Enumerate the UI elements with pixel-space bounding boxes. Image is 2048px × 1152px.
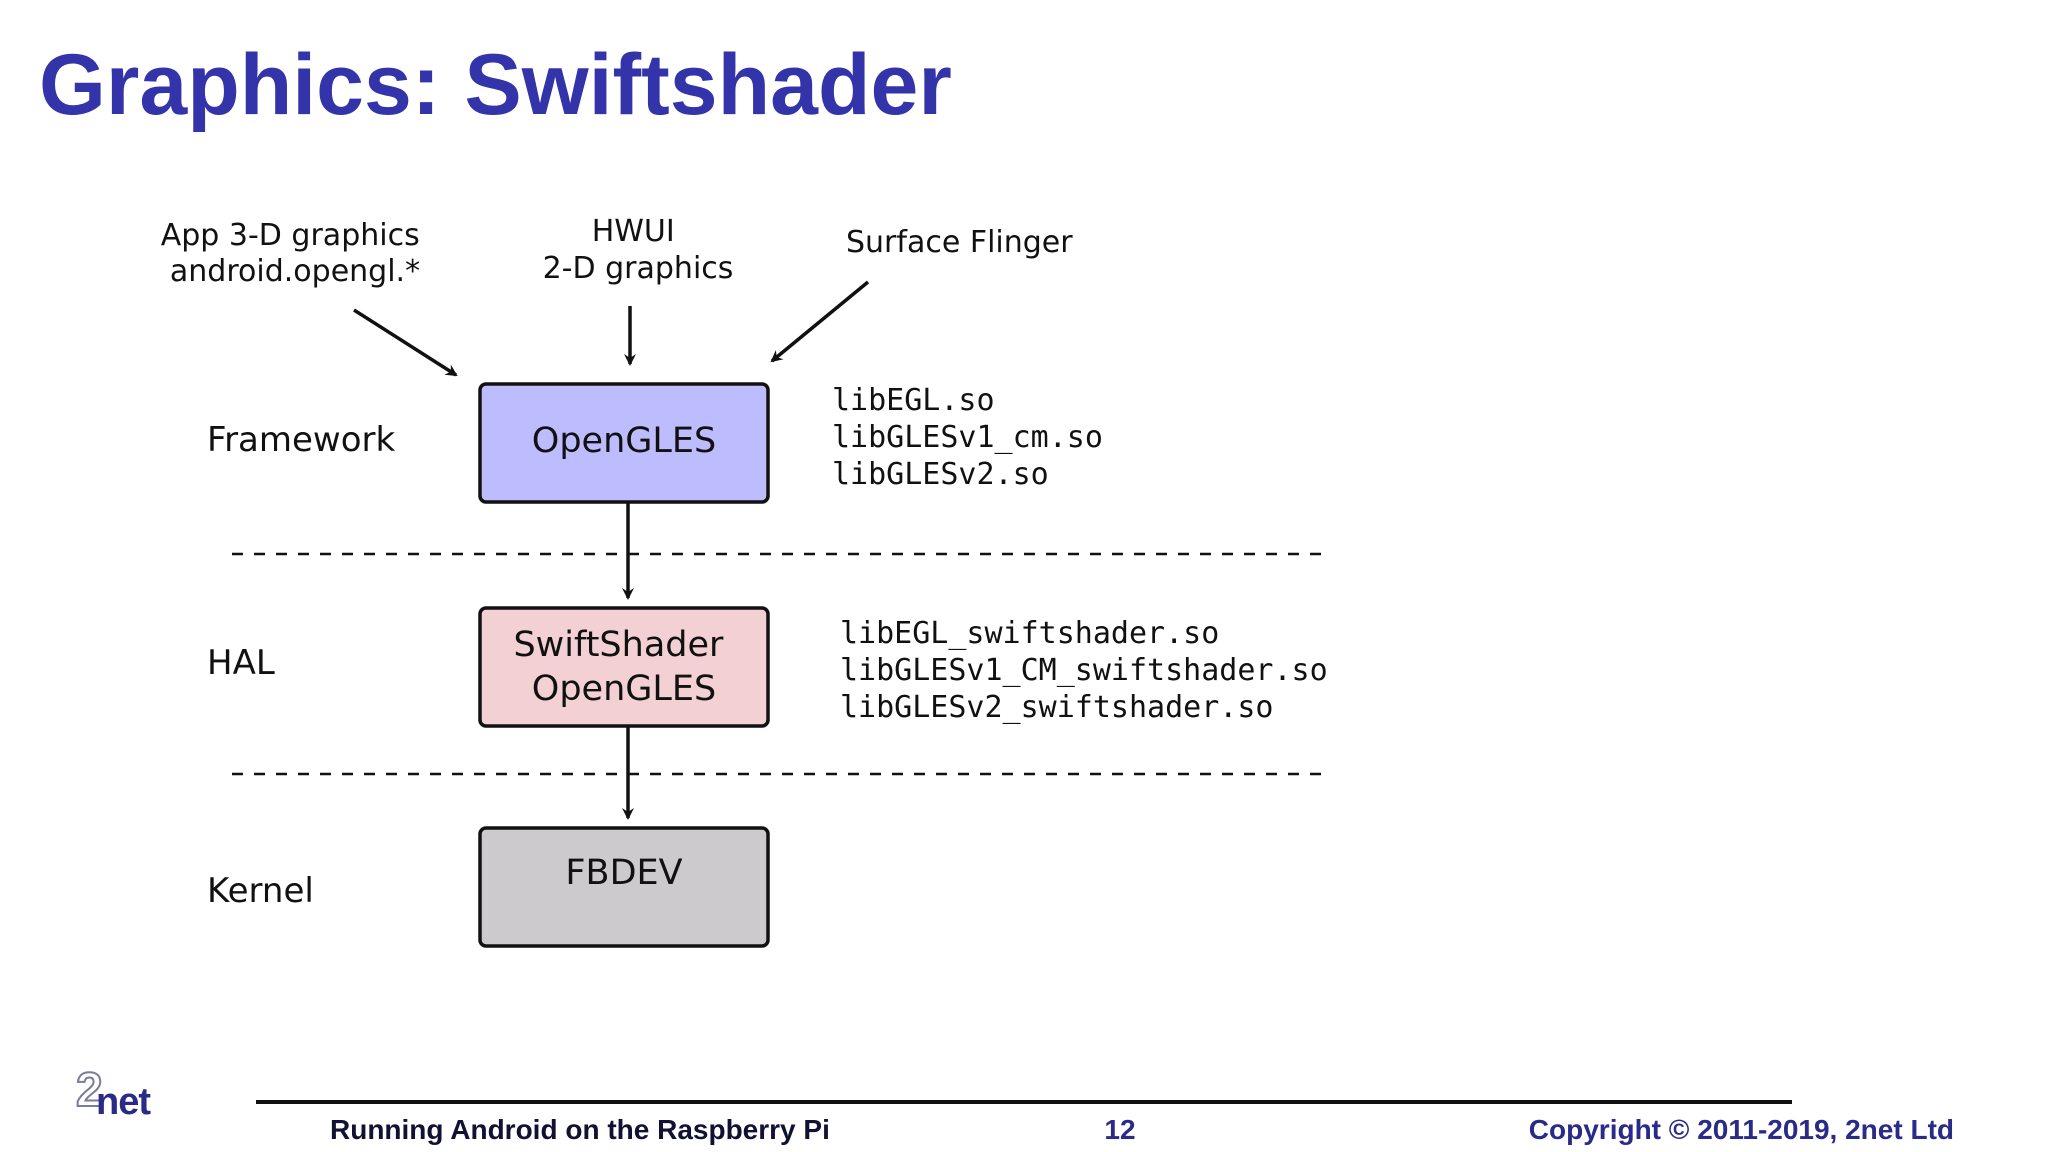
library-libglesv2: libGLESv2.so bbox=[832, 457, 1049, 492]
2net-logo: 2 net bbox=[75, 1063, 166, 1128]
logo-net: net bbox=[96, 1081, 151, 1123]
footer-presentation-title: Running Android on the Raspberry Pi bbox=[330, 1114, 830, 1145]
swiftshader-box-label: SwiftShader OpenGLES bbox=[513, 625, 734, 709]
arrow-surfaceflinger-to-opengles bbox=[770, 280, 870, 363]
logo-two: 2 bbox=[75, 1063, 104, 1118]
swiftshader-box bbox=[478, 606, 770, 728]
layer-label-kernel: Kernel bbox=[207, 871, 314, 911]
footer-divider bbox=[256, 1100, 1792, 1104]
source-label-hwui: HWUI 2-D graphics bbox=[543, 214, 734, 286]
opengles-box-label: OpenGLES bbox=[532, 421, 716, 461]
arrow-app-to-opengles bbox=[353, 308, 458, 377]
opengles-box bbox=[478, 382, 770, 504]
swiftshader-box-line1: SwiftShader bbox=[513, 625, 724, 665]
fbdev-box bbox=[478, 826, 770, 948]
source-hwui-line2: 2-D graphics bbox=[543, 251, 734, 286]
fbdev-box-label: FBDEV bbox=[565, 853, 682, 893]
layer-label-framework: Framework bbox=[207, 420, 396, 460]
source-app-line1: App 3-D graphics bbox=[161, 218, 420, 253]
footer-page-number: 12 bbox=[1104, 1114, 1136, 1145]
source-hwui-line1: HWUI bbox=[592, 214, 675, 249]
source-label-surface-flinger: Surface Flinger bbox=[846, 225, 1073, 260]
swiftshader-box-line2: OpenGLES bbox=[532, 669, 716, 709]
layer-label-hal: HAL bbox=[207, 643, 275, 683]
library-libglesv1-cm-swiftshader: libGLESv1_CM_swiftshader.so bbox=[840, 653, 1328, 688]
source-label-app-3d: App 3-D graphics android.opengl.* bbox=[161, 218, 430, 289]
hal-libraries: libEGL_swiftshader.so libGLESv1_CM_swift… bbox=[840, 616, 1346, 725]
library-libegl-swiftshader: libEGL_swiftshader.so bbox=[840, 616, 1219, 651]
framework-libraries: libEGL.so libGLESv1_cm.so libGLESv2.so bbox=[832, 383, 1121, 492]
footer-copyright: Copyright © 2011-2019, 2net Ltd bbox=[1528, 1114, 1954, 1145]
slide-title: Graphics: Swiftshader bbox=[39, 37, 952, 133]
library-libglesv2-swiftshader: libGLESv2_swiftshader.so bbox=[840, 690, 1273, 725]
library-libglesv1-cm: libGLESv1_cm.so bbox=[832, 420, 1103, 455]
library-libegl: libEGL.so bbox=[832, 383, 995, 418]
source-app-line2: android.opengl.* bbox=[170, 254, 420, 289]
